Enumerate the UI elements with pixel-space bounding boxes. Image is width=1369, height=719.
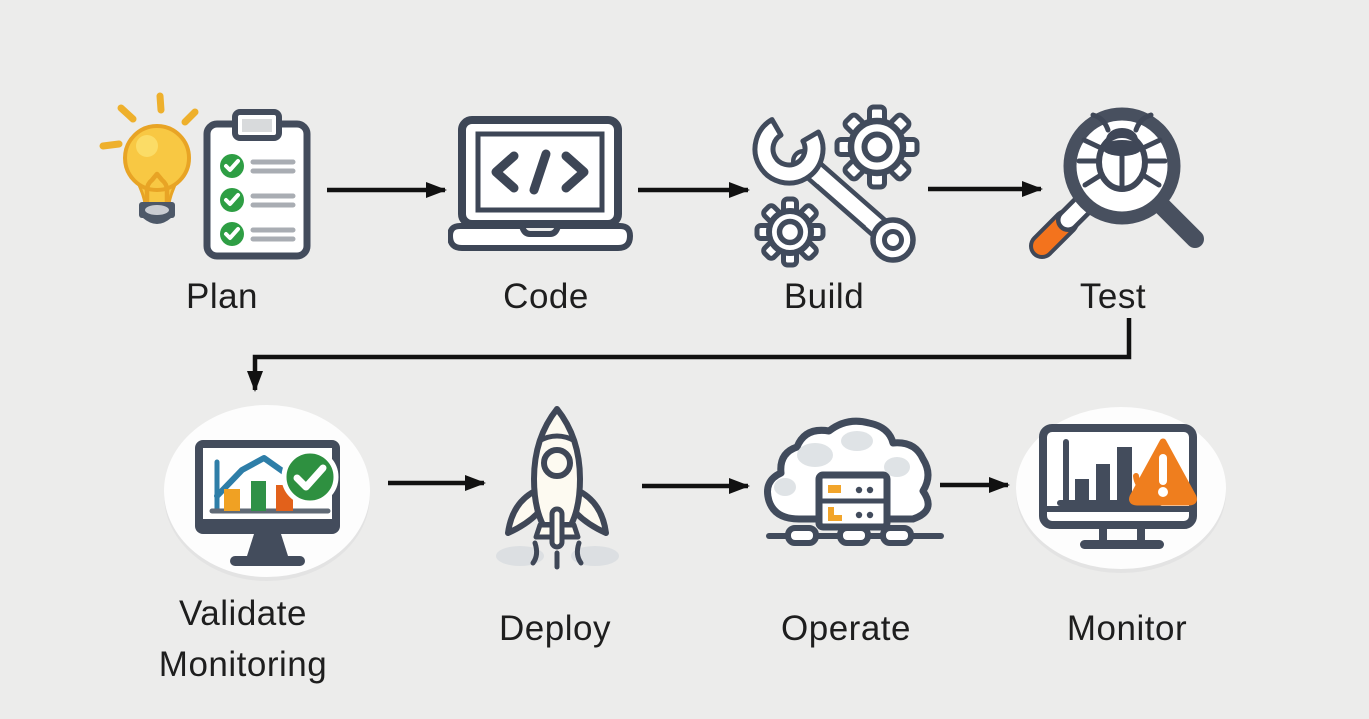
checklist-rows — [220, 154, 296, 246]
step-operate — [755, 415, 955, 560]
step-monitor — [1012, 402, 1232, 587]
network-nodes — [785, 525, 914, 546]
step-label-build: Build — [783, 277, 865, 316]
step-deploy — [490, 403, 630, 578]
wrench-gears-icon — [752, 104, 920, 268]
laptop-code-icon — [448, 116, 634, 251]
gear-small — [754, 196, 826, 268]
wrench — [752, 117, 916, 263]
cloud-server-icon — [764, 417, 944, 546]
step-label-monitor: Monitor — [1066, 609, 1188, 648]
step-build — [745, 95, 945, 285]
step-label-deploy: Deploy — [499, 609, 611, 648]
arrow-test-to-validate — [247, 318, 1132, 392]
bug — [1076, 112, 1168, 192]
dashboard-check-icon — [164, 405, 370, 581]
gear-large — [834, 104, 920, 190]
step-validate — [160, 400, 375, 585]
lightbulb-checklist-icon — [99, 92, 311, 260]
step-label-operate: Operate — [781, 609, 911, 648]
step-label-validate: Validate Monitoring — [159, 588, 327, 690]
rocket-exhaust — [530, 540, 584, 570]
step-label-code: Code — [503, 277, 589, 316]
cloud-shading — [774, 431, 910, 496]
step-code — [448, 112, 643, 257]
step-label-validate-line1: Validate — [179, 594, 307, 633]
bulb-rays — [99, 92, 199, 150]
step-plan — [95, 88, 320, 268]
step-label-test: Test — [1079, 277, 1147, 316]
step-label-plan: Plan — [185, 277, 259, 316]
code-glyph — [491, 149, 589, 195]
bug-magnifier-icon — [1029, 107, 1204, 259]
step-test — [1022, 98, 1212, 278]
dashboard-alert-icon — [1016, 407, 1226, 573]
rocket-icon — [496, 406, 619, 570]
step-label-validate-line2: Monitoring — [158, 645, 328, 684]
